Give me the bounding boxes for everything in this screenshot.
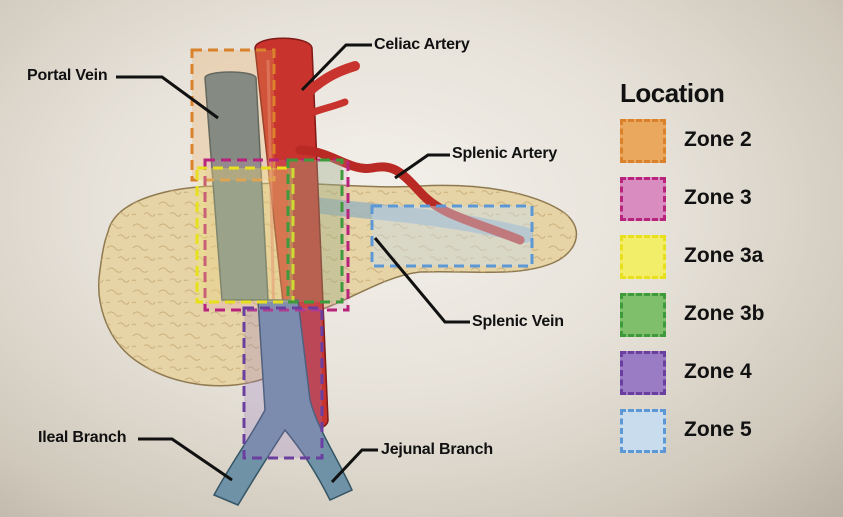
zone-5-swatch [620,409,666,453]
legend-item-zone-3a: Zone 3a [620,235,830,283]
zone-3a-box [197,168,293,302]
zone-4-swatch [620,351,666,395]
zone-3b-box [288,160,342,302]
legend-title: Location [620,78,724,109]
legend-item-zone-5: Zone 5 [620,409,830,457]
legend-item-zone-2: Zone 2 [620,119,830,167]
zone-5-box [372,206,532,266]
legend-item-zone-3b: Zone 3b [620,293,830,341]
splenic-artery-label: Splenic Artery [452,145,557,163]
legend-item-zone-4: Zone 4 [620,351,830,399]
legend-label: Zone 5 [684,418,752,442]
zone-3a-swatch [620,235,666,279]
zone-3b-swatch [620,293,666,337]
celiac-artery-label: Celiac Artery [374,36,470,54]
legend-label: Zone 3b [684,302,765,326]
zone-3-swatch [620,177,666,221]
legend-label: Zone 3 [684,186,752,210]
ileal-branch-label: Ileal Branch [38,429,126,447]
legend-label: Zone 2 [684,128,752,152]
jejunal-branch-label: Jejunal Branch [381,441,493,459]
zone-2-swatch [620,119,666,163]
portal-vein-label: Portal Vein [27,67,108,85]
legend-label: Zone 4 [684,360,752,384]
splenic-vein-label: Splenic Vein [472,313,564,331]
legend-item-zone-3: Zone 3 [620,177,830,225]
legend-label: Zone 3a [684,244,763,268]
ileal-leader [138,439,232,480]
zone-4-box [244,308,322,458]
